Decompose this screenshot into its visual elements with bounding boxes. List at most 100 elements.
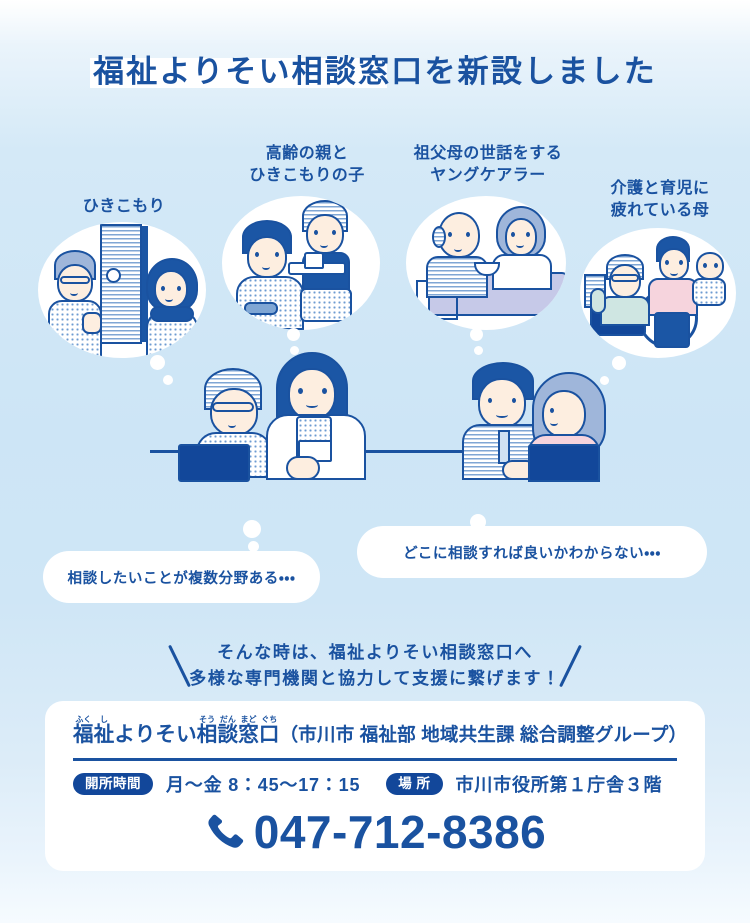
office-yorisoi: よりそい — [114, 723, 197, 746]
shirt — [492, 254, 552, 290]
bubble-label-young-carer: 祖父母の世話をする ヤングケアラー — [390, 143, 586, 187]
figure-adult-child — [236, 220, 306, 330]
office-ruby-dan: 談だん — [217, 715, 239, 746]
eye-right — [512, 398, 516, 403]
eye-left — [161, 286, 165, 291]
speech-bubble-where-to-consult: どこに相談すれば良いかわからない・・・ — [357, 526, 707, 578]
trousers — [654, 312, 690, 348]
side-hair — [432, 226, 446, 248]
mouth — [165, 296, 173, 302]
mouth — [228, 422, 236, 428]
figure-tired-mother — [646, 236, 702, 348]
cardigan — [600, 296, 650, 326]
thought-bubble-elderly-parent-child — [222, 196, 380, 330]
ruby-text: ぐち — [258, 715, 280, 724]
thought-bubble-tired-mother — [580, 228, 736, 358]
arms — [150, 306, 194, 322]
mouth — [320, 242, 328, 248]
phone-handset-icon — [208, 814, 243, 848]
bubble-label-hikikomori: ひきこもり — [44, 196, 204, 218]
head — [210, 388, 258, 436]
head — [288, 368, 336, 420]
mouth — [550, 420, 558, 426]
figure-grandparent — [424, 212, 496, 298]
place-label-pill: 場 所 — [386, 773, 443, 795]
mouth — [496, 412, 508, 418]
kanji: 相 — [196, 723, 218, 746]
mid-message-line1: そんな時は、福祉よりそい相談窓口へ — [217, 643, 533, 662]
eye-left — [298, 388, 303, 394]
kanji: 談 — [217, 723, 239, 746]
eye-left — [665, 260, 669, 265]
office-ruby-mado: 窓まど — [238, 715, 259, 746]
raised-hand — [82, 312, 102, 334]
bubble-label-line: ひきこもりの子 — [249, 167, 365, 184]
phone-number[interactable]: 047-712-8386 — [253, 806, 547, 858]
thought-dot — [163, 375, 173, 385]
visitor-desk-block-left — [178, 444, 250, 482]
thought-dot — [470, 328, 483, 341]
mouth — [262, 264, 270, 270]
ruby-text: ふく — [73, 715, 94, 724]
bubble-label-line: 疲れている母 — [610, 202, 710, 219]
eye-left — [550, 408, 554, 413]
eye-right — [332, 230, 336, 235]
eye-left — [448, 232, 452, 237]
title-highlight-band — [90, 58, 388, 88]
office-ruby-sou: 相そう — [196, 715, 218, 746]
figure-baby — [690, 252, 730, 308]
thought-bubble-hikikomori — [38, 222, 206, 358]
eye-right — [322, 388, 327, 394]
title-highlighted-part: 福祉よりそい相談窓口 — [93, 54, 425, 89]
eye-left — [314, 230, 318, 235]
office-ruby-guchi: 口ぐち — [259, 715, 280, 746]
glasses — [212, 402, 254, 412]
figure-elderly-parent — [46, 250, 102, 358]
eye-left — [255, 252, 259, 257]
eye-right — [526, 232, 530, 237]
phone-row[interactable]: 047-712-8386 — [45, 807, 705, 857]
kanji: 福 — [73, 723, 94, 746]
thought-dot — [600, 376, 609, 385]
office-ruby-shi: 祉し — [93, 715, 115, 746]
necktie — [498, 430, 510, 464]
office-ruby-fuku: 福ふく — [73, 715, 94, 746]
figure-young-carer — [474, 206, 558, 290]
head — [247, 236, 287, 278]
figure-staff-white-coat — [262, 352, 370, 480]
mouth — [306, 402, 318, 408]
game-controller — [244, 302, 278, 315]
visitor-desk-block-right — [528, 444, 600, 482]
info-panel: 福ふく祉しよりそい相そう談だん窓まど口ぐち（市川市 福祉部 地域共生課 総合調整… — [45, 701, 705, 871]
thought-dot — [290, 346, 299, 355]
thought-dot — [287, 328, 300, 341]
mouth — [70, 290, 78, 296]
bubble-label-tired-mother: 介護と育児に 疲れている母 — [580, 178, 740, 222]
eye-right — [275, 252, 279, 257]
thought-dot — [612, 356, 626, 370]
mid-message-line2: 多様な専門機関と協力して支援に繋げます！ — [189, 669, 561, 688]
mouth — [670, 270, 678, 276]
speech-tail — [243, 520, 261, 538]
figure-elderly-mother — [288, 200, 368, 322]
kanji: 祉 — [93, 723, 115, 746]
eye-right — [679, 260, 683, 265]
hours-value: 月～金 8：45～17：15 — [166, 775, 361, 795]
thought-dot — [474, 346, 483, 355]
eye-left — [703, 263, 707, 268]
head — [505, 218, 537, 256]
ruby-text: まど — [238, 715, 259, 724]
department-name: （市川市 福祉部 地域共生課 総合調整グループ） — [279, 724, 688, 745]
raised-arm — [590, 288, 606, 314]
ruby-text: だん — [217, 715, 239, 724]
door-edge — [142, 226, 148, 342]
skirt — [300, 288, 352, 322]
bubble-label-line: ひきこもり — [82, 198, 166, 215]
eye-right — [177, 286, 181, 291]
mid-message: そんな時は、福祉よりそい相談窓口へ 多様な専門機関と協力して支援に繋げます！ — [0, 640, 750, 692]
kanji: 窓 — [238, 723, 259, 746]
eye-left — [488, 398, 492, 403]
door-knob — [106, 268, 121, 283]
page-title: 福祉よりそい相談窓口を新設しました — [0, 52, 750, 92]
